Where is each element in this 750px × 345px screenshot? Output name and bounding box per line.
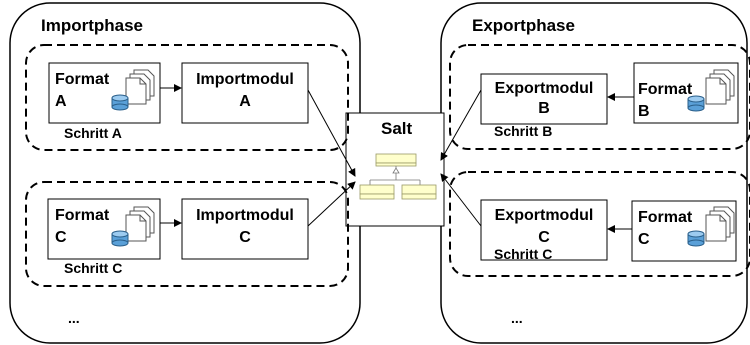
format-c-import-letter: C: [55, 229, 67, 246]
importmodul-a-label: Importmodul: [196, 71, 294, 88]
export-ellipsis: ...: [511, 310, 523, 326]
importmodul-a-box: [181, 62, 309, 124]
exportmodul-c-letter: C: [538, 229, 550, 246]
step-c-export-label: Schritt C: [494, 246, 553, 262]
format-c-export-label: Format: [638, 209, 693, 226]
importmodul-c-box: [181, 198, 309, 260]
step-b-container: [449, 44, 750, 150]
import-phase-title: Importphase: [41, 16, 144, 35]
format-b-label: Format: [638, 81, 693, 98]
arrow-icon: [307, 181, 356, 227]
exportmodul-b-letter: B: [538, 100, 550, 117]
step-c-import-label: Schritt C: [64, 260, 123, 276]
step-c-import-container: [25, 181, 349, 287]
importmodul-c-letter: C: [239, 229, 251, 246]
document-stack-icon: [125, 69, 155, 105]
export-phase-title: Exportphase: [472, 16, 575, 35]
importmodul-c-label: Importmodul: [196, 207, 294, 224]
exportmodul-b-box: [480, 73, 608, 125]
salt-title: Salt: [381, 119, 413, 138]
step-c-export-container: [449, 171, 750, 277]
arrow-icon: [307, 89, 356, 177]
document-stack-icon: [125, 206, 155, 242]
format-a-letter: A: [55, 93, 67, 110]
arrow-icon: [440, 89, 482, 161]
import-ellipsis: ...: [68, 310, 80, 326]
database-cylinder-icon: [687, 95, 705, 112]
exportmodul-c-label: Exportmodul: [494, 207, 594, 224]
arrow-icon: [440, 173, 482, 227]
import-phase-container: [9, 2, 361, 344]
document-stack-icon: [705, 69, 735, 105]
format-a-label: Format: [55, 71, 110, 88]
exportmodul-c-box: [480, 199, 608, 261]
uml-class-diagram-icon: [359, 153, 437, 200]
document-stack-icon: [705, 206, 735, 242]
format-c-export-letter: C: [638, 231, 650, 248]
database-cylinder-icon: [111, 230, 129, 247]
step-a-label: Schritt A: [64, 125, 122, 141]
format-c-import-label: Format: [55, 207, 110, 224]
database-cylinder-icon: [111, 94, 129, 111]
exportmodul-b-label: Exportmodul: [494, 80, 594, 97]
format-b-letter: B: [638, 103, 650, 120]
importmodul-a-letter: A: [239, 93, 251, 110]
database-cylinder-icon: [687, 230, 705, 247]
step-a-container: [25, 44, 349, 151]
step-b-label: Schritt B: [494, 123, 553, 139]
